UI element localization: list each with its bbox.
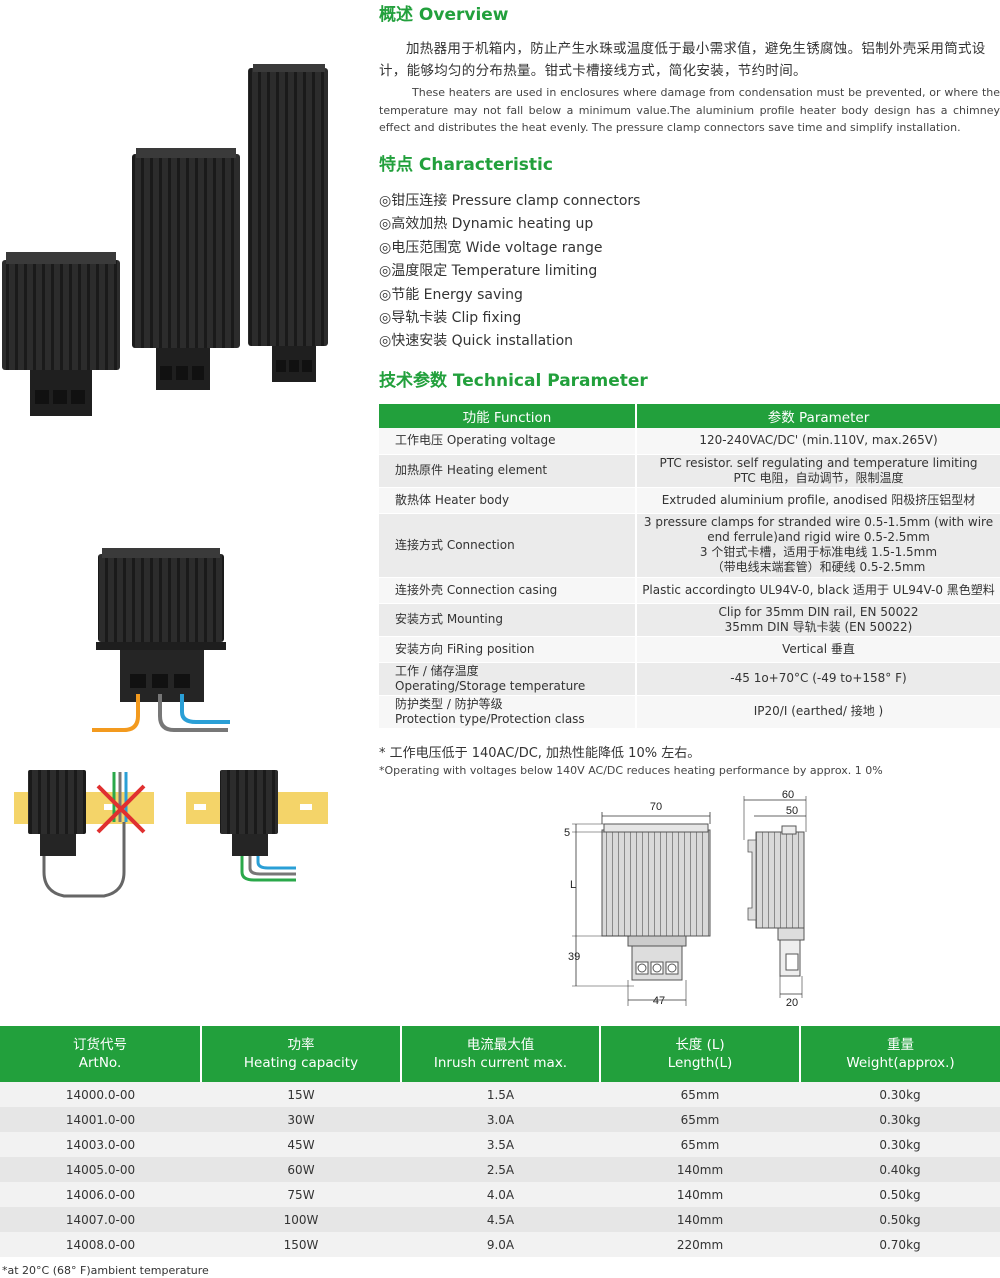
param-key: 安装方式 Mounting <box>395 612 503 626</box>
param-value: IP20/I (earthed/ 接地 ) <box>753 704 884 718</box>
product-photo <box>2 64 328 416</box>
table-row: 加热原件 Heating element PTC resistor. self … <box>379 454 1000 488</box>
header-length: 长度 (L)Length(L) <box>600 1026 801 1082</box>
table-row: 散热体 Heater body Extruded aluminium profi… <box>379 487 1000 514</box>
param-key: 防护类型 / 防护等级 <box>395 696 503 711</box>
param-value: 120-240VAC/DC' (min.110V, max.265V) <box>699 433 938 448</box>
param-key: 连接方式 Connection <box>395 537 515 552</box>
dim-20: 20 <box>786 997 798 1009</box>
param-value: PTC resistor. self regulating and temper… <box>659 455 978 470</box>
voltage-note-cn: * 工作电压低于 140AC/DC, 加热性能降低 10% 左右。 <box>379 746 701 761</box>
dim-70: 70 <box>650 801 662 813</box>
dim-5: 5 <box>564 827 570 839</box>
dim-47: 47 <box>653 995 665 1007</box>
param-key: 连接外壳 Connection casing <box>395 582 558 597</box>
overview-text-cn: 加热器用于机箱内，防止产生水珠或温度低于最小需求值，避免生锈腐蚀。铝制外壳采用筒… <box>379 41 986 79</box>
param-key: 加热原件 Heating element <box>395 463 548 477</box>
param-key: Operating/Storage temperature <box>395 678 586 693</box>
characteristic-title: 特点 Characteristic <box>379 155 553 175</box>
footnote: *at 20°C (68° F)ambient temperature <box>2 1264 209 1277</box>
voltage-note-en: *Operating with voltages below 140V AC/D… <box>379 764 883 777</box>
param-key: 工作 / 储存温度 <box>395 663 479 678</box>
list-item: ◎节能 Energy saving <box>379 286 523 303</box>
table-row: 安装方向 FiRing position Vertical 垂直 <box>379 636 1000 663</box>
header-parameter: 参数 Parameter <box>636 404 1000 428</box>
param-value: 3 pressure clamps for stranded wire 0.5-… <box>643 515 994 529</box>
dimension-drawing: 70 5 L 39 47 60 50 20 <box>564 789 807 1009</box>
technical-title: 技术参数 Technical Parameter <box>379 371 648 391</box>
list-item: ◎快速安装 Quick installation <box>379 333 574 350</box>
param-value: （带电线末端套管）和硬线 0.5-2.5mm <box>711 560 926 574</box>
overview-title: 概述 Overview <box>379 5 509 25</box>
param-value: 3 个钳式卡槽，适用于标准电线 1.5-1.5mm <box>699 545 938 559</box>
table-row: 连接外壳 Connection casing Plastic according… <box>379 577 1000 604</box>
param-value: Vertical 垂直 <box>782 641 855 656</box>
header-function: 功能 Function <box>379 404 637 428</box>
param-key: 安装方向 FiRing position <box>395 641 535 656</box>
list-item: ◎温度限定 Temperature limiting <box>379 263 598 280</box>
characteristic-list: ◎钳压连接 Pressure clamp connectors ◎高效加热 Dy… <box>379 190 640 354</box>
table-row: 连接方式 Connection 3 pressure clamps for st… <box>379 513 1000 578</box>
param-key: 散热体 Heater body <box>395 492 510 507</box>
param-value: Clip for 35mm DIN rail, EN 50022 <box>718 604 919 619</box>
param-key: Protection type/Protection class <box>395 711 585 726</box>
heater-small <box>2 252 120 416</box>
param-value: Extruded aluminium profile, anodised 阳极挤… <box>661 492 976 507</box>
heater-large <box>248 64 328 382</box>
parameter-table: 功能 Function 参数 Parameter 工作电压 Operating … <box>379 404 1000 729</box>
dim-39: 39 <box>568 951 580 963</box>
list-item: ◎高效加热 Dynamic heating up <box>379 216 594 233</box>
list-item: ◎钳压连接 Pressure clamp connectors <box>379 193 641 209</box>
param-value: PTC 电阻，自动调节，限制温度 <box>733 470 904 485</box>
param-value: end ferrule)and rigid wire 0.5-2.5mm <box>707 530 930 544</box>
wiring-illustration <box>92 548 230 732</box>
dim-50: 50 <box>786 805 798 817</box>
dim-60: 60 <box>782 789 794 801</box>
cross-icon <box>96 784 146 834</box>
param-value: Plastic accordingto UL94V-0, black 适用于 U… <box>642 582 995 597</box>
heater-medium <box>132 148 240 390</box>
table-row: 工作电压 Operating voltage 120-240VAC/DC' (m… <box>379 428 1000 455</box>
param-value: -45 1o+70°C (-49 to+158° F) <box>730 671 907 685</box>
param-key: 工作电压 Operating voltage <box>395 433 556 448</box>
dim-l: L <box>570 879 576 891</box>
table-row: 安装方式 Mounting Clip for 35mm DIN rail, EN… <box>379 603 1000 637</box>
list-item: ◎电压范围宽 Wide voltage range <box>379 239 603 256</box>
list-item: ◎导轨卡装 Clip fixing <box>379 309 522 326</box>
din-rail-illustration <box>14 770 328 898</box>
overview-text-en: These heaters are used in enclosures whe… <box>379 86 1000 134</box>
param-value: 35mm DIN 导轨卡装 (EN 50022) <box>724 619 913 634</box>
